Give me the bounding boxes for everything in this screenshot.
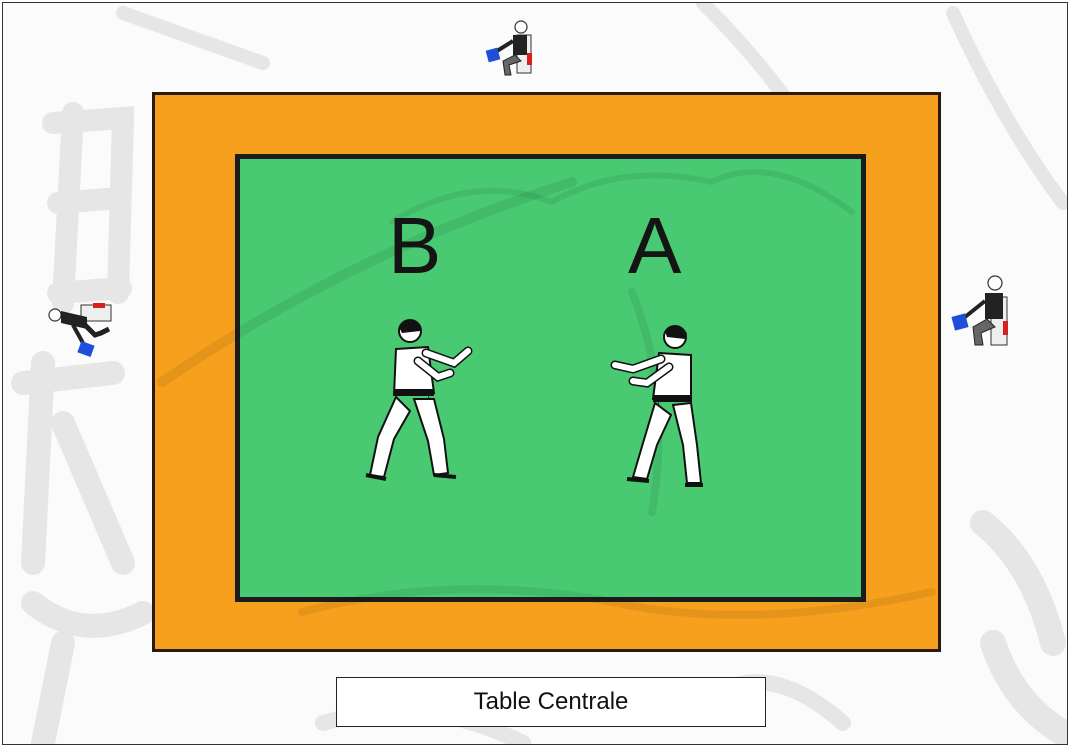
competitor-a-label: A xyxy=(628,206,681,286)
competition-area xyxy=(235,154,866,602)
karateka-a-icon xyxy=(603,321,713,491)
central-table: Table Centrale xyxy=(336,677,766,727)
judge-left-icon xyxy=(43,299,121,363)
karateka-b-icon xyxy=(358,315,478,485)
competitor-b-label: B xyxy=(388,206,441,286)
judge-top-icon xyxy=(483,17,539,81)
central-table-label: Table Centrale xyxy=(474,688,629,716)
judge-right-icon xyxy=(949,271,1015,355)
